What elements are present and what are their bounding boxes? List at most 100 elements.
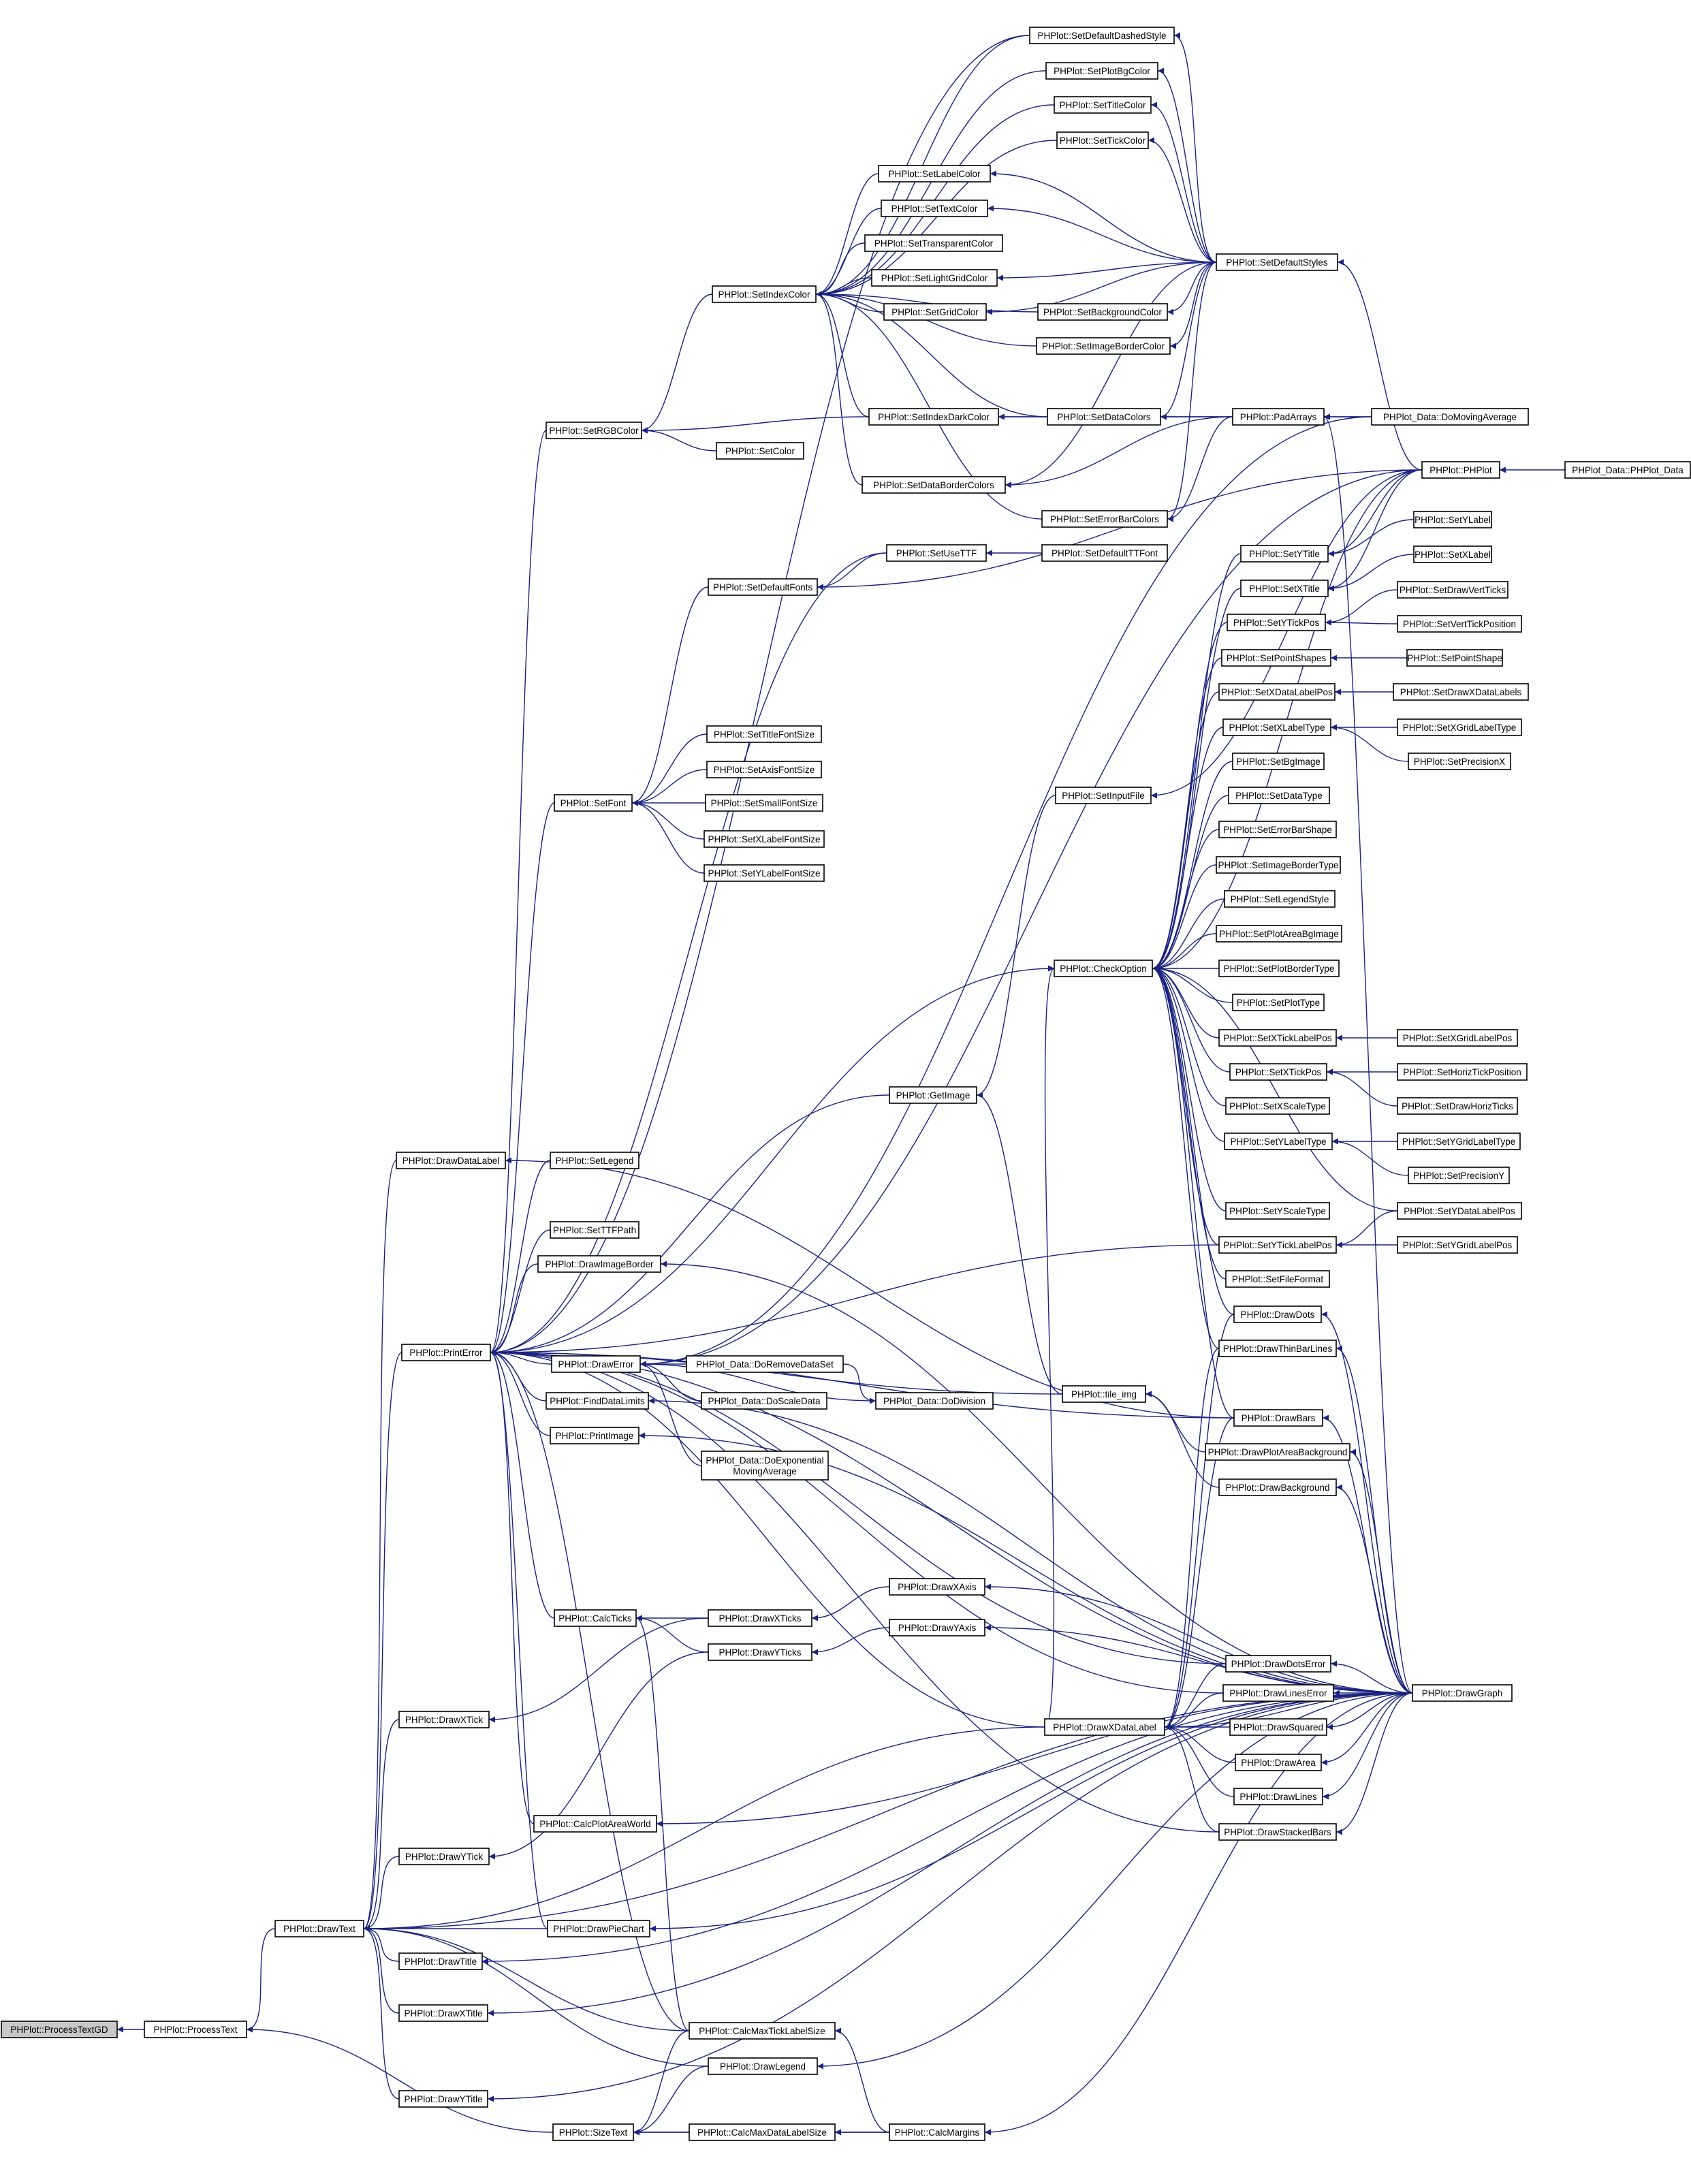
node-DrawText[interactable]: PHPlot::DrawText xyxy=(274,1920,364,1937)
node-DrawError[interactable]: PHPlot::DrawError xyxy=(551,1355,641,1373)
node-DrawGraph[interactable]: PHPlot::DrawGraph xyxy=(1412,1684,1513,1702)
node-SetXLabelFontSize[interactable]: PHPlot::SetXLabelFontSize xyxy=(704,830,825,848)
node-SetDefaultTTFont[interactable]: PHPlot::SetDefaultTTFont xyxy=(1041,544,1168,562)
node-SetDataColors[interactable]: PHPlot::SetDataColors xyxy=(1047,408,1161,426)
node-SetYLabel[interactable]: PHPlot::SetYLabel xyxy=(1413,511,1492,528)
node-SetPlotAreaBgImage[interactable]: PHPlot::SetPlotAreaBgImage xyxy=(1216,925,1342,943)
node-SetIndexColor[interactable]: PHPlot::SetIndexColor xyxy=(712,285,817,303)
node-CalcMargins[interactable]: PHPlot::CalcMargins xyxy=(889,2123,985,2141)
node-DrawSquared[interactable]: PHPlot::DrawSquared xyxy=(1229,1718,1327,1736)
node-SetYTitle[interactable]: PHPlot::SetYTitle xyxy=(1240,545,1329,563)
node-SetVertTickPosition[interactable]: PHPlot::SetVertTickPosition xyxy=(1397,615,1522,633)
node-CalcMaxTickLabelSize[interactable]: PHPlot::CalcMaxTickLabelSize xyxy=(689,2022,836,2040)
node-SetLabelColor[interactable]: PHPlot::SetLabelColor xyxy=(878,165,991,183)
node-SetPrecisionY[interactable]: PHPlot::SetPrecisionY xyxy=(1408,1167,1510,1184)
node-SetLightGridColor[interactable]: PHPlot::SetLightGridColor xyxy=(871,269,998,287)
node-SetInputFile[interactable]: PHPlot::SetInputFile xyxy=(1055,787,1152,804)
node-SetHorizTickPosition[interactable]: PHPlot::SetHorizTickPosition xyxy=(1397,1063,1528,1081)
node-SetUseTTF[interactable]: PHPlot::SetUseTTF xyxy=(886,544,987,562)
node-PrintImage[interactable]: PHPlot::PrintImage xyxy=(550,1427,639,1444)
node-CheckOption[interactable]: PHPlot::CheckOption xyxy=(1054,960,1153,977)
node-SetDataType[interactable]: PHPlot::SetDataType xyxy=(1228,787,1330,804)
node-SetXDataLabelPos[interactable]: PHPlot::SetXDataLabelPos xyxy=(1218,683,1336,701)
node-DrawTitle[interactable]: PHPlot::DrawTitle xyxy=(398,1952,483,1970)
node-SizeText[interactable]: PHPlot::SizeText xyxy=(552,2123,634,2141)
node-SetTransparentColor[interactable]: PHPlot::SetTransparentColor xyxy=(864,234,1003,252)
node-SetRGBColor[interactable]: PHPlot::SetRGBColor xyxy=(546,422,642,439)
node-DrawYTicks[interactable]: PHPlot::DrawYTicks xyxy=(708,1643,812,1661)
node-SetPlotType[interactable]: PHPlot::SetPlotType xyxy=(1232,994,1325,1011)
node-ProcessText[interactable]: PHPlot::ProcessText xyxy=(144,2021,247,2038)
node-SetYScaleType[interactable]: PHPlot::SetYScaleType xyxy=(1225,1202,1330,1220)
node-DrawYTitle[interactable]: PHPlot::DrawYTitle xyxy=(398,2090,488,2108)
node-SetFileFormat[interactable]: PHPlot::SetFileFormat xyxy=(1225,1270,1330,1288)
node-SetGridColor[interactable]: PHPlot::SetGridColor xyxy=(883,303,987,321)
node-SetPointShapes[interactable]: PHPlot::SetPointShapes xyxy=(1221,649,1331,667)
node-SetAxisFontSize[interactable]: PHPlot::SetAxisFontSize xyxy=(706,761,822,778)
node-CalcPlotAreaWorld[interactable]: PHPlot::CalcPlotAreaWorld xyxy=(533,1815,657,1833)
node-DrawBars[interactable]: PHPlot::DrawBars xyxy=(1233,1409,1323,1427)
node-DrawYAxis[interactable]: PHPlot::DrawYAxis xyxy=(889,1619,985,1636)
node-ProcessTextGD[interactable]: PHPlot::ProcessTextGD xyxy=(1,2021,118,2038)
node-SetDefaultDashedStyle[interactable]: PHPlot::SetDefaultDashedStyle xyxy=(1029,27,1175,44)
node-SetXGridLabelPos[interactable]: PHPlot::SetXGridLabelPos xyxy=(1397,1029,1518,1047)
node-SetDefaultFonts[interactable]: PHPlot::SetDefaultFonts xyxy=(708,578,818,596)
node-SetDataBorderColors[interactable]: PHPlot::SetDataBorderColors xyxy=(862,476,1006,494)
node-CalcMaxDataLabelSize[interactable]: PHPlot::CalcMaxDataLabelSize xyxy=(689,2123,836,2141)
node-SetXGridLabelType[interactable]: PHPlot::SetXGridLabelType xyxy=(1397,718,1522,736)
node-DrawXTicks[interactable]: PHPlot::DrawXTicks xyxy=(708,1609,812,1627)
node-SetTitleColor[interactable]: PHPlot::SetTitleColor xyxy=(1054,96,1152,114)
node-PHPlot[interactable]: PHPlot::PHPlot xyxy=(1421,461,1500,479)
node-SetTitleFontSize[interactable]: PHPlot::SetTitleFontSize xyxy=(706,725,822,743)
node-DrawBackground[interactable]: PHPlot::DrawBackground xyxy=(1218,1478,1337,1496)
node-DrawXAxis[interactable]: PHPlot::DrawXAxis xyxy=(889,1578,985,1596)
node-SetBgImage[interactable]: PHPlot::SetBgImage xyxy=(1232,753,1325,770)
node-DrawPlotAreaBackground[interactable]: PHPlot::DrawPlotAreaBackground xyxy=(1205,1443,1350,1461)
node-SetIndexDarkColor[interactable]: PHPlot::SetIndexDarkColor xyxy=(868,408,999,426)
node-SetPrecisionX[interactable]: PHPlot::SetPrecisionX xyxy=(1408,753,1511,770)
node-SetImageBorderColor[interactable]: PHPlot::SetImageBorderColor xyxy=(1036,337,1171,355)
node-SetImageBorderType[interactable]: PHPlot::SetImageBorderType xyxy=(1216,856,1341,874)
node-DoRemoveDataSet[interactable]: PHPlot_Data::DoRemoveDataSet xyxy=(686,1355,844,1373)
node-DrawImageBorder[interactable]: PHPlot::DrawImageBorder xyxy=(537,1255,661,1273)
node-DrawLinesError[interactable]: PHPlot::DrawLinesError xyxy=(1222,1684,1334,1702)
node-SetDrawVertTicks[interactable]: PHPlot::SetDrawVertTicks xyxy=(1397,581,1508,599)
node-tile_img[interactable]: PHPlot::tile_img xyxy=(1062,1385,1146,1403)
node-DoDivision[interactable]: PHPlot_Data::DoDivision xyxy=(875,1392,994,1410)
node-SetPlotBgColor[interactable]: PHPlot::SetPlotBgColor xyxy=(1045,62,1158,80)
node-DrawXTitle[interactable]: PHPlot::DrawXTitle xyxy=(398,2004,488,2022)
node-SetLegend[interactable]: PHPlot::SetLegend xyxy=(550,1152,639,1169)
node-SetSmallFontSize[interactable]: PHPlot::SetSmallFontSize xyxy=(705,794,823,812)
node-SetFont[interactable]: PHPlot::SetFont xyxy=(554,794,633,812)
node-SetDefaultStyles[interactable]: PHPlot::SetDefaultStyles xyxy=(1216,253,1338,271)
node-DrawArea[interactable]: PHPlot::DrawArea xyxy=(1235,1754,1322,1771)
node-DrawXTick[interactable]: PHPlot::DrawXTick xyxy=(398,1711,490,1728)
node-SetXTickLabelPos[interactable]: PHPlot::SetXTickLabelPos xyxy=(1218,1029,1337,1047)
node-SetXTickPos[interactable]: PHPlot::SetXTickPos xyxy=(1229,1063,1327,1081)
node-DoMovingAverage[interactable]: PHPlot_Data::DoMovingAverage xyxy=(1371,408,1529,426)
node-PHPlot_Data[interactable]: PHPlot_Data::PHPlot_Data xyxy=(1564,461,1691,479)
node-SetBackgroundColor[interactable]: PHPlot::SetBackgroundColor xyxy=(1037,303,1168,321)
node-DrawStackedBars[interactable]: PHPlot::DrawStackedBars xyxy=(1218,1823,1337,1841)
node-SetDrawHorizTicks[interactable]: PHPlot::SetDrawHorizTicks xyxy=(1397,1097,1518,1115)
node-SetXScaleType[interactable]: PHPlot::SetXScaleType xyxy=(1225,1097,1330,1115)
node-SetDrawXDataLabels[interactable]: PHPlot::SetDrawXDataLabels xyxy=(1393,683,1529,701)
node-GetImage[interactable]: PHPlot::GetImage xyxy=(889,1086,977,1104)
node-SetPlotBorderType[interactable]: PHPlot::SetPlotBorderType xyxy=(1218,960,1340,977)
node-SetYDataLabelPos[interactable]: PHPlot::SetYDataLabelPos xyxy=(1397,1202,1522,1220)
node-SetLegendStyle[interactable]: PHPlot::SetLegendStyle xyxy=(1224,890,1336,908)
node-DrawDotsError[interactable]: PHPlot::DrawDotsError xyxy=(1225,1655,1331,1673)
node-SetErrorBarShape[interactable]: PHPlot::SetErrorBarShape xyxy=(1218,821,1337,838)
node-SetPointShape[interactable]: PHPlot::SetPointShape xyxy=(1406,649,1503,667)
node-SetXTitle[interactable]: PHPlot::SetXTitle xyxy=(1240,580,1329,597)
node-DrawDataLabel[interactable]: PHPlot::DrawDataLabel xyxy=(396,1152,506,1169)
node-SetYGridLabelType[interactable]: PHPlot::SetYGridLabelType xyxy=(1397,1133,1521,1150)
node-SetYGridLabelPos[interactable]: PHPlot::SetYGridLabelPos xyxy=(1397,1236,1518,1254)
node-SetTextColor[interactable]: PHPlot::SetTextColor xyxy=(881,200,988,217)
node-SetYTickLabelPos[interactable]: PHPlot::SetYTickLabelPos xyxy=(1218,1236,1337,1254)
node-DrawDots[interactable]: PHPlot::DrawDots xyxy=(1233,1305,1322,1323)
node-SetErrorBarColors[interactable]: PHPlot::SetErrorBarColors xyxy=(1041,510,1168,528)
node-SetYLabelFontSize[interactable]: PHPlot::SetYLabelFontSize xyxy=(704,864,825,882)
node-SetTTFPath[interactable]: PHPlot::SetTTFPath xyxy=(550,1221,639,1239)
node-DrawXDataLabel[interactable]: PHPlot::DrawXDataLabel xyxy=(1044,1718,1165,1736)
